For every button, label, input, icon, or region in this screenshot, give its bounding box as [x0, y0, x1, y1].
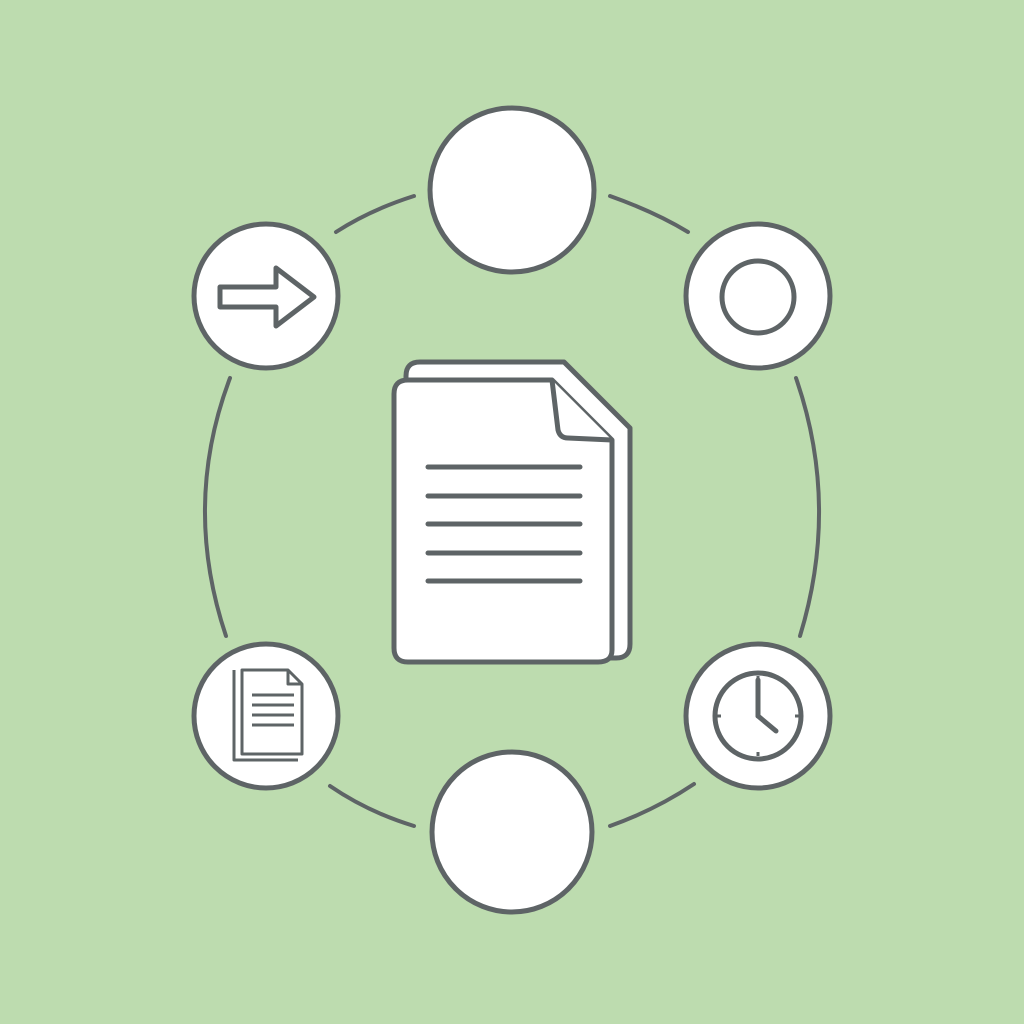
node-top-left-circle [191, 221, 341, 371]
node-top-left [191, 221, 341, 371]
node-bottom [429, 749, 595, 915]
connector-bottom-left-to-top-left [202, 376, 232, 638]
node-bottom-right [683, 641, 833, 791]
connector-top-right-to-bottom-right [794, 376, 822, 638]
document-text-lines [425, 464, 583, 584]
connector-ring [202, 194, 822, 828]
document-front-page [240, 668, 304, 756]
document-back-page [232, 670, 298, 762]
clock-minute-hand [755, 713, 779, 734]
node-top-right-circle [683, 221, 833, 371]
clock-icon [712, 670, 804, 762]
front-document [391, 377, 615, 665]
document-fold [286, 670, 302, 686]
document-icon [232, 668, 304, 762]
connector-bottom-right-to-bottom [608, 782, 696, 828]
node-top-circle [427, 105, 597, 275]
circle-icon [719, 258, 797, 336]
connector-top-left-to-top [334, 194, 416, 234]
connector-top-to-top-right [608, 194, 690, 234]
node-bottom-left [191, 641, 341, 791]
arrow-right-icon [217, 265, 317, 329]
front-document-fold [549, 379, 613, 443]
stacked-documents-icon [391, 359, 633, 665]
connector-bottom-to-bottom-left [328, 784, 416, 828]
clock-face [712, 670, 804, 762]
node-top [427, 105, 597, 275]
node-top-right [683, 221, 833, 371]
node-bottom-circle [429, 749, 595, 915]
